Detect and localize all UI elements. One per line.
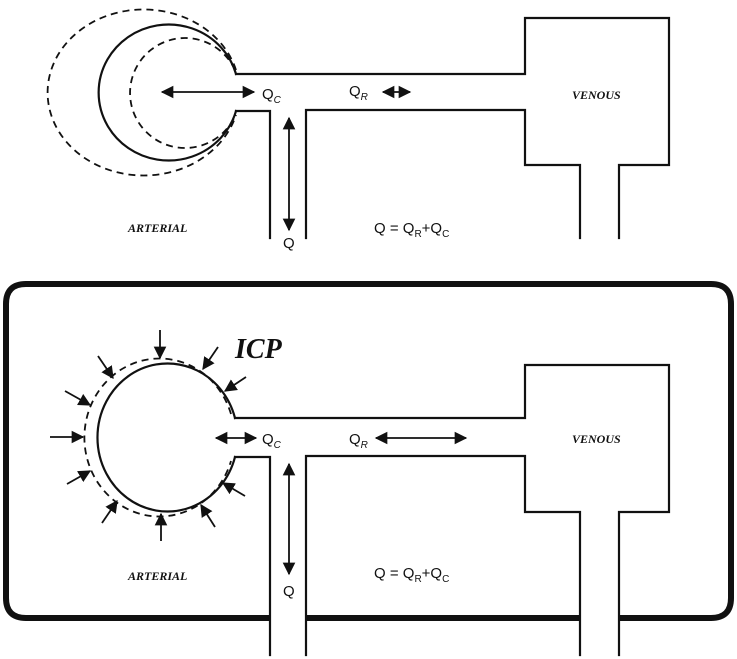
icp-arrow bbox=[202, 346, 219, 371]
bottom-qc-label: QC bbox=[262, 431, 282, 451]
icp-arrow bbox=[101, 499, 118, 524]
bottom-arterial-inlet-wall bbox=[233, 455, 272, 657]
bottom-venous-label: VENOUS bbox=[572, 432, 621, 446]
bottom-arterial-label: ARTERIAL bbox=[127, 569, 187, 583]
top-equation: Q = QR+QC bbox=[374, 220, 449, 240]
icp-label: ICP bbox=[234, 334, 283, 365]
top-dashed-inner-circle bbox=[129, 37, 236, 149]
bottom-dashed-circle bbox=[83, 357, 232, 518]
bottom-equation: Q = QR+QC bbox=[374, 565, 449, 585]
skull-enclosure bbox=[3, 281, 734, 621]
bottom-q-label: Q bbox=[283, 583, 295, 600]
bottom-lower-pipe-wall bbox=[304, 454, 582, 657]
top-arterial-inlet-wall bbox=[234, 109, 272, 240]
icp-arrow bbox=[200, 503, 216, 528]
icp-arrow bbox=[97, 355, 114, 380]
icp-pressure-arrows bbox=[50, 330, 247, 541]
top-dashed-outer-circle bbox=[46, 8, 237, 177]
top-qr-label: QR bbox=[349, 83, 368, 103]
icp-arrow bbox=[223, 376, 247, 392]
top-panel: QC QR VENOUS ARTERIAL Q Q = QR+QC bbox=[46, 8, 671, 252]
icp-arrow bbox=[66, 470, 92, 485]
top-q-label: Q bbox=[283, 235, 295, 252]
top-solid-circle bbox=[97, 23, 238, 162]
icp-arrow bbox=[221, 482, 246, 497]
icp-arrow bbox=[64, 390, 92, 406]
bottom-solid-circle bbox=[96, 362, 237, 513]
top-upper-pipe-wall bbox=[234, 16, 671, 240]
top-lower-pipe-wall bbox=[304, 108, 582, 240]
top-qc-label: QC bbox=[262, 86, 282, 106]
bottom-qr-label: QR bbox=[349, 431, 368, 451]
top-arterial-label: ARTERIAL bbox=[127, 221, 187, 235]
bottom-panel: ICP QC QR VENOUS ARTERIAL Q Q = QR+QC bbox=[3, 281, 734, 657]
bottom-upper-pipe-wall bbox=[233, 363, 671, 657]
top-venous-label: VENOUS bbox=[572, 88, 621, 102]
